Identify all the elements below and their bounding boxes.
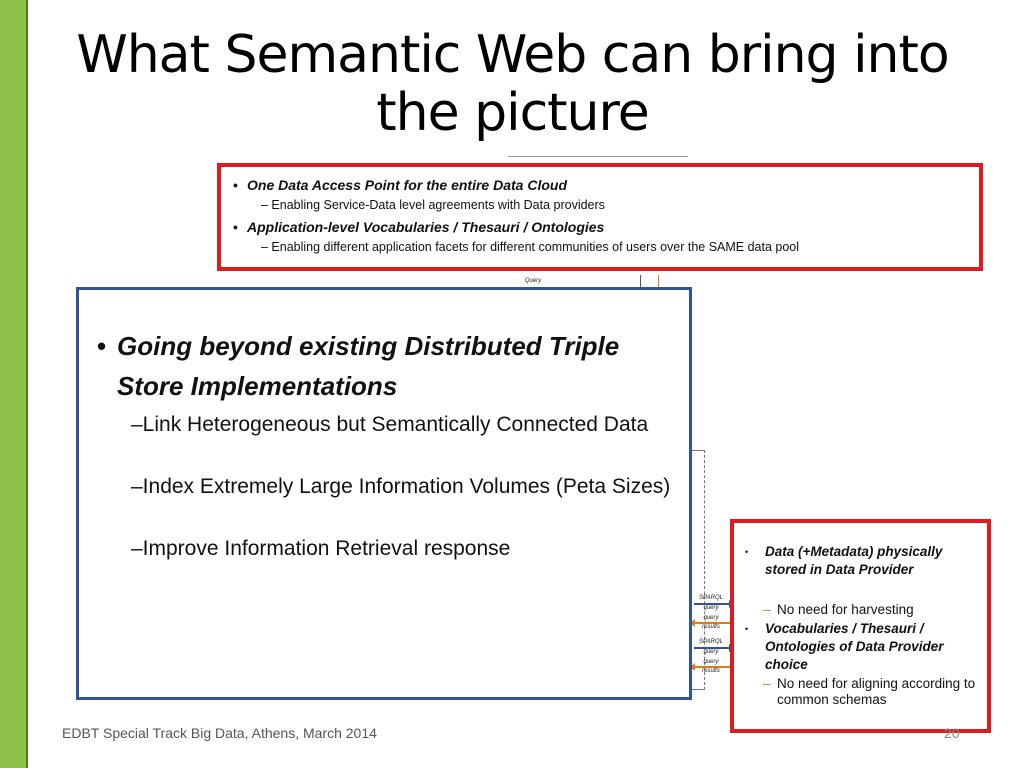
access-point-callout: • One Data Access Point for the entire D…: [217, 163, 983, 271]
data-provider-callout: • Data (+Metadata) physically stored in …: [730, 519, 991, 733]
callout-item: • Application-level Vocabularies / Thesa…: [233, 219, 605, 235]
callout-subitem: – No need for harvesting: [763, 602, 977, 618]
bullet: •: [745, 624, 749, 634]
diagram-arrow: [690, 663, 730, 671]
diagram-label: query: [703, 615, 719, 621]
main-heading-text: Going beyond existing Distributed Triple…: [117, 331, 620, 401]
page-number: 20: [944, 725, 960, 741]
diagram-label: SPARQL: [699, 595, 723, 601]
diagram-label: query: [703, 649, 719, 655]
callout-heading: Application-level Vocabularies / Thesaur…: [247, 219, 605, 235]
diagram-label: SPARQL: [699, 639, 723, 645]
bullet: •: [233, 177, 238, 193]
bullet: •: [233, 219, 238, 235]
diagram-label: query: [703, 659, 719, 665]
diagram-line: [508, 156, 688, 157]
dash: –: [763, 602, 771, 617]
callout-subitem-text: No need for aligning according to common…: [777, 676, 976, 707]
accent-side-bar: [0, 0, 28, 768]
diagram-line: [692, 689, 704, 690]
slide-title: What Semantic Web can bring into the pic…: [76, 25, 949, 143]
callout-item: • Data (+Metadata) physically stored in …: [745, 543, 975, 579]
diagram-label: query: [703, 605, 719, 611]
main-subitem: –Improve Information Retrieval response: [131, 537, 511, 560]
main-subitem: –Link Heterogeneous but Semantically Con…: [131, 413, 649, 436]
callout-heading: Data (+Metadata) physically stored in Da…: [765, 544, 943, 577]
bullet: •: [97, 331, 107, 361]
diagram-query-label: Query: [524, 278, 542, 284]
diagram-line: [692, 450, 704, 451]
callout-heading: Vocabularies / Thesauri / Ontologies of …: [765, 621, 944, 672]
diagram-label: results: [702, 668, 720, 674]
callout-subitem-text: No need for harvesting: [777, 602, 914, 617]
callout-subitem: – Enabling Service-Data level agreements…: [261, 198, 605, 212]
diagram-line: [640, 275, 641, 289]
diagram-label: results: [702, 624, 720, 630]
main-content-box: • Going beyond existing Distributed Trip…: [76, 287, 692, 700]
diagram-arrow: [690, 619, 730, 627]
diagram-line: [658, 275, 659, 289]
slide-footer: EDBT Special Track Big Data, Athens, Mar…: [62, 725, 377, 741]
callout-heading: One Data Access Point for the entire Dat…: [247, 177, 567, 193]
main-subitem: –Index Extremely Large Information Volum…: [131, 475, 671, 498]
diagram-dashed-line: [704, 450, 705, 690]
callout-item: • One Data Access Point for the entire D…: [233, 177, 567, 193]
main-heading: • Going beyond existing Distributed Trip…: [97, 326, 657, 406]
callout-subitem: – Enabling different application facets …: [261, 240, 800, 254]
callout-subitem: – No need for aligning according to comm…: [763, 676, 977, 708]
dash: –: [763, 676, 771, 691]
bullet: •: [745, 547, 749, 557]
callout-item: • Vocabularies / Thesauri / Ontologies o…: [745, 620, 975, 674]
